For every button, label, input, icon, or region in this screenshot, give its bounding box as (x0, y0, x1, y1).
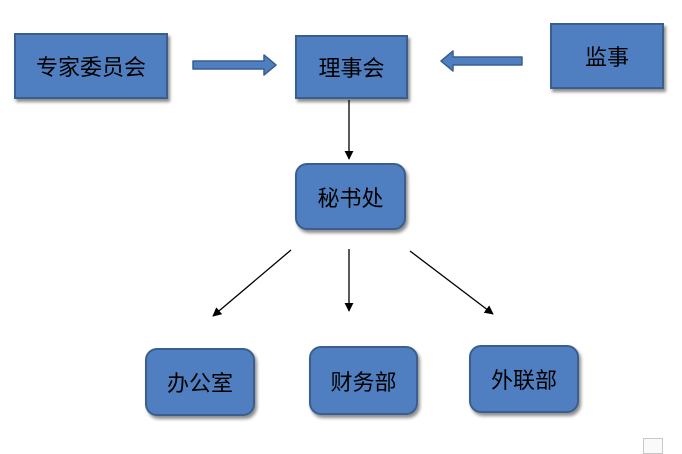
node-council: 理事会 (295, 35, 408, 99)
block-arrow-expert-to-council (192, 54, 277, 76)
node-label: 办公室 (166, 372, 233, 397)
node-label: 理事会 (318, 57, 385, 82)
node-secretariat: 秘书处 (295, 163, 406, 230)
node-office: 办公室 (145, 348, 255, 416)
node-external-affairs: 外联部 (469, 345, 579, 413)
paste-options-icon[interactable] (643, 438, 663, 454)
arrow-secretariat-to-office (212, 249, 292, 317)
node-label: 监事 (584, 46, 629, 71)
node-expert-committee: 专家委员会 (14, 33, 168, 99)
node-label: 外联部 (490, 369, 557, 394)
node-supervisor: 监事 (550, 23, 664, 89)
block-arrow-supervisor-to-council (440, 50, 523, 72)
arrow-secretariat-to-external (409, 250, 494, 315)
node-finance: 财务部 (309, 346, 418, 415)
node-label: 财务部 (330, 370, 397, 396)
node-label: 专家委员会 (35, 56, 146, 81)
node-label: 秘书处 (317, 186, 384, 212)
